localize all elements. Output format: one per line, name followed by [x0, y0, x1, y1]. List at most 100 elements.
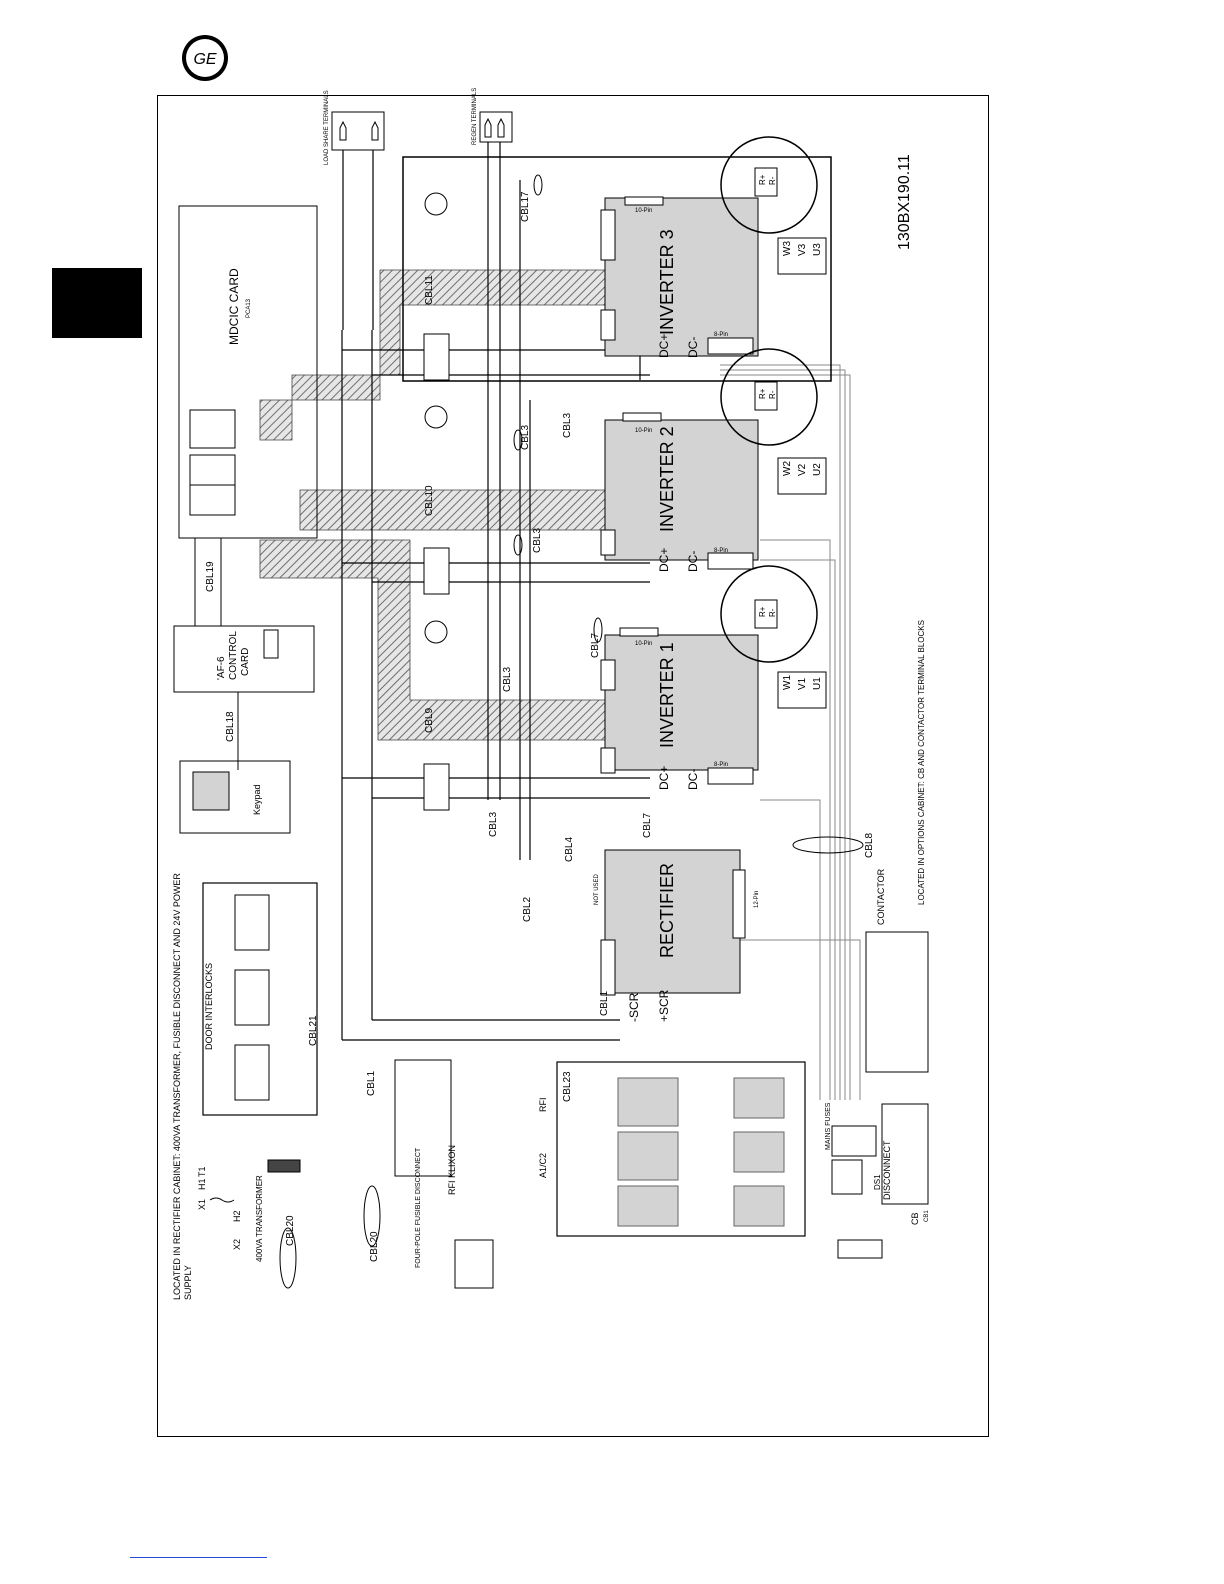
svg-text:FOUR-POLE FUSIBLE DISCONNECT: FOUR-POLE FUSIBLE DISCONNECT: [415, 1147, 422, 1268]
svg-text:CBL7: CBL7: [642, 813, 653, 838]
brake-terminals-3: R+ R-: [720, 136, 818, 234]
cable-labels: CBL11 CBL10 CBL9 CBL19 CBL18 CBL17 CBL3 …: [205, 191, 875, 1262]
motor-terminals-1: W1 V1 U1: [777, 671, 827, 709]
inverter-3-label: INVERTER 3: [657, 229, 677, 335]
control-card: 'AF-6 CONTROL CARD: [173, 625, 315, 693]
svg-text:CBL9: CBL9: [424, 708, 435, 733]
svg-text:PCA13: PCA13: [246, 298, 252, 318]
svg-text:DC+: DC+: [657, 766, 671, 790]
contactor-assembly: CONTACTOR LOCATED IN OPTIONS CABINET: CB…: [825, 620, 930, 1259]
svg-text:R-: R-: [768, 608, 777, 617]
svg-text:CBL7: CBL7: [590, 633, 601, 658]
svg-text:400VA TRANSFORMER: 400VA TRANSFORMER: [255, 1175, 264, 1262]
ribbon-cables: [259, 269, 611, 741]
svg-text:'AF-6: 'AF-6: [216, 656, 227, 680]
svg-text:W3: W3: [782, 241, 793, 256]
svg-text:CBL21: CBL21: [308, 1015, 319, 1046]
svg-text:CBL1: CBL1: [366, 1071, 377, 1096]
rfi-cards: A1/C2 RFI: [538, 1061, 806, 1237]
diagram-frame: [157, 95, 989, 1437]
svg-text:R-: R-: [768, 390, 777, 399]
footer-link-line: [130, 1557, 267, 1558]
harness-wiring: [720, 364, 861, 1100]
svg-text:CBL4: CBL4: [564, 837, 575, 862]
svg-text:LOCATED IN OPTIONS CABINET: CB: LOCATED IN OPTIONS CABINET: CB AND CONTA…: [917, 620, 926, 905]
svg-text:10-Pin: 10-Pin: [635, 641, 652, 647]
svg-text:REGEN TERMINALS: REGEN TERMINALS: [472, 88, 478, 145]
section-tab: [52, 268, 142, 338]
svg-text:DISCONNECT: DISCONNECT: [882, 1140, 892, 1200]
motor-terminals-2: W2 V2 U2: [777, 457, 827, 495]
brake-terminals-2: R+ R-: [720, 348, 818, 446]
svg-text:Keypad: Keypad: [252, 784, 262, 815]
svg-text:CB1: CB1: [924, 1210, 930, 1222]
svg-text:8-Pin: 8-Pin: [714, 332, 728, 338]
inverter-3: INVERTER 3 DC+ DC- 10-Pin 8-Pin: [600, 196, 759, 358]
drawing-id: 130BX190.11: [896, 154, 913, 250]
load-share-terminals: LOAD SHARE TERMINALS: [324, 90, 385, 165]
inverter-1-label: INVERTER 1: [657, 642, 677, 748]
svg-text:R+: R+: [758, 388, 767, 399]
svg-text:A1/C2: A1/C2: [538, 1153, 548, 1178]
inverter-1: INVERTER 1 DC+ DC- 10-Pin 8-Pin: [600, 627, 759, 790]
svg-text:CBL23: CBL23: [562, 1071, 573, 1102]
svg-text:X1: X1: [197, 1199, 207, 1210]
svg-text:LOAD SHARE TERMINALS: LOAD SHARE TERMINALS: [324, 90, 330, 165]
inverter-2: INVERTER 2 DC+ DC- 10-Pin 8-Pin: [600, 412, 759, 572]
svg-text:CBL3: CBL3: [562, 413, 573, 438]
svg-text:RFI: RFI: [538, 1098, 548, 1113]
svg-text:NOT USED: NOT USED: [594, 873, 600, 905]
fans: [424, 192, 448, 644]
svg-text:R-: R-: [768, 176, 777, 185]
door-interlocks: DOOR INTERLOCKS: [202, 882, 318, 1116]
svg-text:R+: R+: [758, 606, 767, 617]
svg-text:8-Pin: 8-Pin: [714, 548, 728, 554]
svg-text:H2: H2: [232, 1210, 242, 1222]
svg-text:CB: CB: [910, 1212, 920, 1225]
motor-terminals-3: W3 V3 U3: [777, 237, 827, 275]
svg-text:W2: W2: [782, 461, 793, 476]
svg-text:CBL8: CBL8: [864, 833, 875, 858]
svg-text:10-Pin: 10-Pin: [635, 428, 652, 434]
bus-wiring: [341, 140, 650, 1041]
svg-text:CBL2: CBL2: [522, 897, 533, 922]
svg-text:U1: U1: [812, 677, 823, 690]
svg-text:RFI KLIXON: RFI KLIXON: [447, 1145, 457, 1195]
svg-text:CONTACTOR: CONTACTOR: [876, 868, 886, 925]
inverter-cabinet-outline: [402, 156, 832, 382]
svg-text:T1: T1: [197, 1166, 207, 1177]
svg-text:X2: X2: [232, 1239, 242, 1250]
svg-text:U3: U3: [812, 243, 823, 256]
svg-text:+SCR: +SCR: [657, 989, 671, 1022]
mdcic-card: MDCIC CARD PCA13: [178, 205, 318, 539]
regen-terminals: REGEN TERMINALS: [472, 88, 513, 145]
svg-text:CBL19: CBL19: [205, 561, 216, 592]
svg-text:R+: R+: [758, 174, 767, 185]
transformer: LOCATED IN RECTIFIER CABINET: 400VA TRAN…: [172, 873, 301, 1300]
svg-text:W1: W1: [782, 675, 793, 690]
svg-text:CBL3: CBL3: [532, 528, 543, 553]
dc-inductors: [423, 333, 450, 811]
svg-text:V3: V3: [797, 243, 808, 256]
svg-text:CBL11: CBL11: [424, 275, 435, 305]
svg-text:10-Pin: 10-Pin: [635, 208, 652, 214]
svg-text:CARD: CARD: [240, 648, 251, 676]
cable-bundles: [279, 174, 864, 1289]
svg-text:V1: V1: [797, 677, 808, 690]
ge-logo: GE: [182, 35, 228, 81]
rectifier: RECTIFIER -SCR +SCR NOT USED 12-Pin: [594, 849, 760, 1022]
svg-text:MAINS FUSES: MAINS FUSES: [825, 1102, 832, 1150]
four-pole-disconnect: FOUR-POLE FUSIBLE DISCONNECT: [415, 1147, 494, 1289]
svg-text:V2: V2: [797, 463, 808, 476]
svg-text:8-Pin: 8-Pin: [714, 762, 728, 768]
svg-text:DC-: DC-: [686, 551, 700, 572]
svg-text:DC-: DC-: [686, 769, 700, 790]
svg-text:CBL10: CBL10: [424, 485, 435, 516]
svg-text:DOOR INTERLOCKS: DOOR INTERLOCKS: [204, 963, 214, 1050]
svg-text:12-Pin: 12-Pin: [754, 891, 760, 908]
svg-text:CBL20: CBL20: [369, 1231, 380, 1262]
svg-text:DC+: DC+: [657, 548, 671, 572]
svg-text:CBL3: CBL3: [488, 812, 499, 837]
svg-text:CBL3: CBL3: [520, 425, 531, 450]
svg-text:H1: H1: [197, 1178, 207, 1190]
